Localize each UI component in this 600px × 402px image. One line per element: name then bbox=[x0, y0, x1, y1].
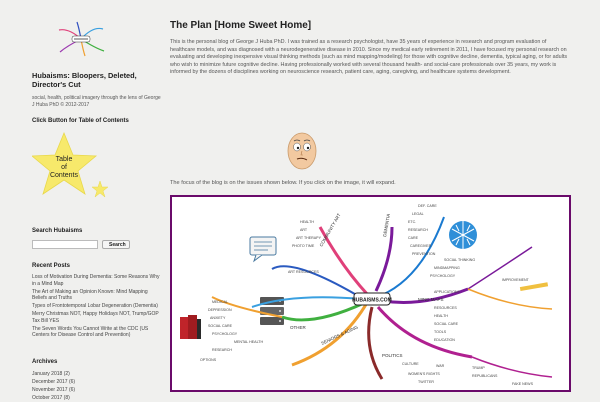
brain-icon bbox=[449, 221, 477, 249]
svg-text:EDUCATION: EDUCATION bbox=[434, 338, 455, 342]
svg-text:TOOLS: TOOLS bbox=[434, 330, 447, 334]
svg-text:IMPROVEMENT: IMPROVEMENT bbox=[502, 278, 530, 282]
recent-posts-title: Recent Posts bbox=[32, 263, 71, 269]
svg-text:CAREGIVER: CAREGIVER bbox=[410, 244, 432, 248]
branch-label-mind-maps: MIND MAPS bbox=[418, 297, 444, 302]
svg-text:SOCIAL CARE: SOCIAL CARE bbox=[434, 322, 459, 326]
leaves-politics: CULTURE WAR TRUMP WOMEN'S RIGHTS REPUBLI… bbox=[402, 362, 534, 386]
thinking-egg-icon bbox=[287, 132, 317, 170]
toc-widget-title: Click Button for Table of Contents bbox=[32, 118, 129, 124]
svg-text:PSYCHOLOGY: PSYCHOLOGY bbox=[212, 332, 238, 336]
svg-text:DEPRESSION: DEPRESSION bbox=[208, 308, 232, 312]
focus-text: The focus of the blog is on the issues s… bbox=[170, 180, 396, 186]
svg-text:ART THERAPY: ART THERAPY bbox=[296, 236, 322, 240]
branch-label-seniors: SENIORS & AGING bbox=[320, 324, 359, 346]
svg-text:WOMEN'S RIGHTS: WOMEN'S RIGHTS bbox=[408, 372, 440, 376]
site-logo[interactable] bbox=[55, 20, 107, 58]
pencil-icon bbox=[519, 282, 549, 292]
recent-post-link[interactable]: The Seven Words You Cannot Write at the … bbox=[32, 325, 149, 339]
svg-text:REPUBLICANS: REPUBLICANS bbox=[472, 374, 498, 378]
leaves-dementia: DEF. CARE LEGAL ETC. RESEARCH CARE CAREG… bbox=[408, 204, 437, 256]
search-input[interactable] bbox=[32, 240, 98, 249]
page-title: The Plan [Home Sweet Home] bbox=[170, 20, 312, 31]
database-icon bbox=[260, 297, 284, 325]
svg-text:MENTAL HEALTH: MENTAL HEALTH bbox=[234, 340, 263, 344]
star-text-line1: Table bbox=[56, 156, 73, 163]
table-of-contents-star-button[interactable]: Table of Contents bbox=[32, 131, 110, 201]
recent-post-link[interactable]: The Art of Making an Opinion Known: Mind… bbox=[32, 288, 148, 302]
sidebar: Hubaisms: Bloopers, Deleted, Director's … bbox=[32, 20, 162, 108]
svg-text:WAR: WAR bbox=[436, 364, 445, 368]
mind-map-svg: HUBAISMS.COM COMMUNITY ART DEMENTIA MIND… bbox=[180, 204, 553, 386]
sidebar-widgets: Click Button for Table of Contents Table… bbox=[32, 0, 162, 402]
svg-text:OPTIONS: OPTIONS bbox=[200, 358, 217, 362]
archives-list: January 2018 (2) December 2017 (6) Novem… bbox=[32, 370, 75, 402]
archive-link[interactable]: November 2017 (6) bbox=[32, 387, 76, 393]
recent-post-link[interactable]: Types of Frontotemporal Lobar Degenerati… bbox=[32, 303, 158, 309]
site-title[interactable]: Hubaisms: Bloopers, Deleted, Director's … bbox=[32, 71, 137, 89]
svg-text:SOCIAL THINKING: SOCIAL THINKING bbox=[444, 258, 475, 262]
svg-text:PSYCHOLOGY: PSYCHOLOGY bbox=[430, 274, 456, 278]
svg-text:FAKE NEWS: FAKE NEWS bbox=[512, 382, 534, 386]
recent-post-link[interactable]: Merry Christmas NOT, Happy Holidays NOT,… bbox=[32, 311, 159, 324]
star-text-line2: of bbox=[61, 164, 67, 171]
svg-text:DEF. CARE: DEF. CARE bbox=[418, 204, 437, 208]
svg-text:LEGAL: LEGAL bbox=[412, 212, 424, 216]
svg-text:APPLICATIONS: APPLICATIONS bbox=[434, 290, 460, 294]
svg-text:MINDMAPPING: MINDMAPPING bbox=[434, 266, 460, 270]
leaves-community: HEALTH ART ART THERAPY PHOTO TIME ART RE… bbox=[288, 220, 322, 274]
search-button[interactable]: Search bbox=[102, 240, 130, 249]
svg-text:TWITTER: TWITTER bbox=[418, 380, 434, 384]
leaves-mind-maps: SOCIAL THINKING MINDMAPPING PSYCHOLOGY I… bbox=[430, 258, 530, 342]
mind-map-image[interactable]: HUBAISMS.COM COMMUNITY ART DEMENTIA MIND… bbox=[170, 195, 571, 392]
leaves-other: MEDICAL DEPRESSION ANXIETY SOCIAL CARE P… bbox=[200, 300, 263, 362]
svg-text:RESEARCH: RESEARCH bbox=[212, 348, 232, 352]
svg-text:PREVENTION: PREVENTION bbox=[412, 252, 436, 256]
archive-link[interactable]: January 2018 (2) bbox=[32, 371, 70, 377]
svg-text:HUBAISMS.COM: HUBAISMS.COM bbox=[352, 298, 392, 304]
branch-label-other: OTHER bbox=[290, 325, 307, 330]
archives-title: Archives bbox=[32, 359, 58, 365]
archive-link[interactable]: December 2017 (6) bbox=[32, 379, 76, 385]
svg-text:SOCIAL CARE: SOCIAL CARE bbox=[208, 324, 233, 328]
svg-text:ART RESOURCES: ART RESOURCES bbox=[288, 270, 319, 274]
recent-posts-list: Loss of Motivation During Dementia: Some… bbox=[32, 274, 162, 340]
mind-map-center-node: HUBAISMS.COM bbox=[352, 292, 392, 306]
site-description: social, health, political imagery throug… bbox=[32, 95, 161, 108]
svg-text:PHOTO TIME: PHOTO TIME bbox=[292, 244, 315, 248]
svg-text:RESEARCH: RESEARCH bbox=[408, 228, 428, 232]
svg-text:CARE: CARE bbox=[408, 236, 419, 240]
svg-text:HEALTH: HEALTH bbox=[434, 314, 448, 318]
svg-text:RESOURCES: RESOURCES bbox=[434, 306, 457, 310]
svg-text:HEALTH: HEALTH bbox=[300, 220, 314, 224]
mind-map-branches bbox=[211, 216, 553, 380]
search-widget-title: Search Hubaisms bbox=[32, 228, 83, 234]
post-body: This is the personal blog of George J Hu… bbox=[170, 39, 568, 76]
svg-text:TRUMP: TRUMP bbox=[472, 366, 485, 370]
archive-link[interactable]: October 2017 (8) bbox=[32, 395, 70, 401]
speech-bubble-icon bbox=[249, 236, 277, 263]
svg-text:ETC.: ETC. bbox=[408, 220, 416, 224]
books-icon bbox=[180, 315, 201, 339]
svg-text:CULTURE: CULTURE bbox=[402, 362, 419, 366]
svg-text:ART: ART bbox=[300, 228, 308, 232]
main-content: The Plan [Home Sweet Home] This is the p… bbox=[170, 20, 575, 77]
branch-label-politics: POLITICS bbox=[382, 353, 403, 358]
svg-text:MEDICAL: MEDICAL bbox=[212, 300, 228, 304]
recent-post-link[interactable]: Loss of Motivation During Dementia: Some… bbox=[32, 274, 160, 287]
svg-text:ANXIETY: ANXIETY bbox=[210, 316, 226, 320]
branch-label-dementia: DEMENTIA bbox=[382, 213, 391, 237]
star-text-line3: Contents bbox=[50, 172, 79, 179]
